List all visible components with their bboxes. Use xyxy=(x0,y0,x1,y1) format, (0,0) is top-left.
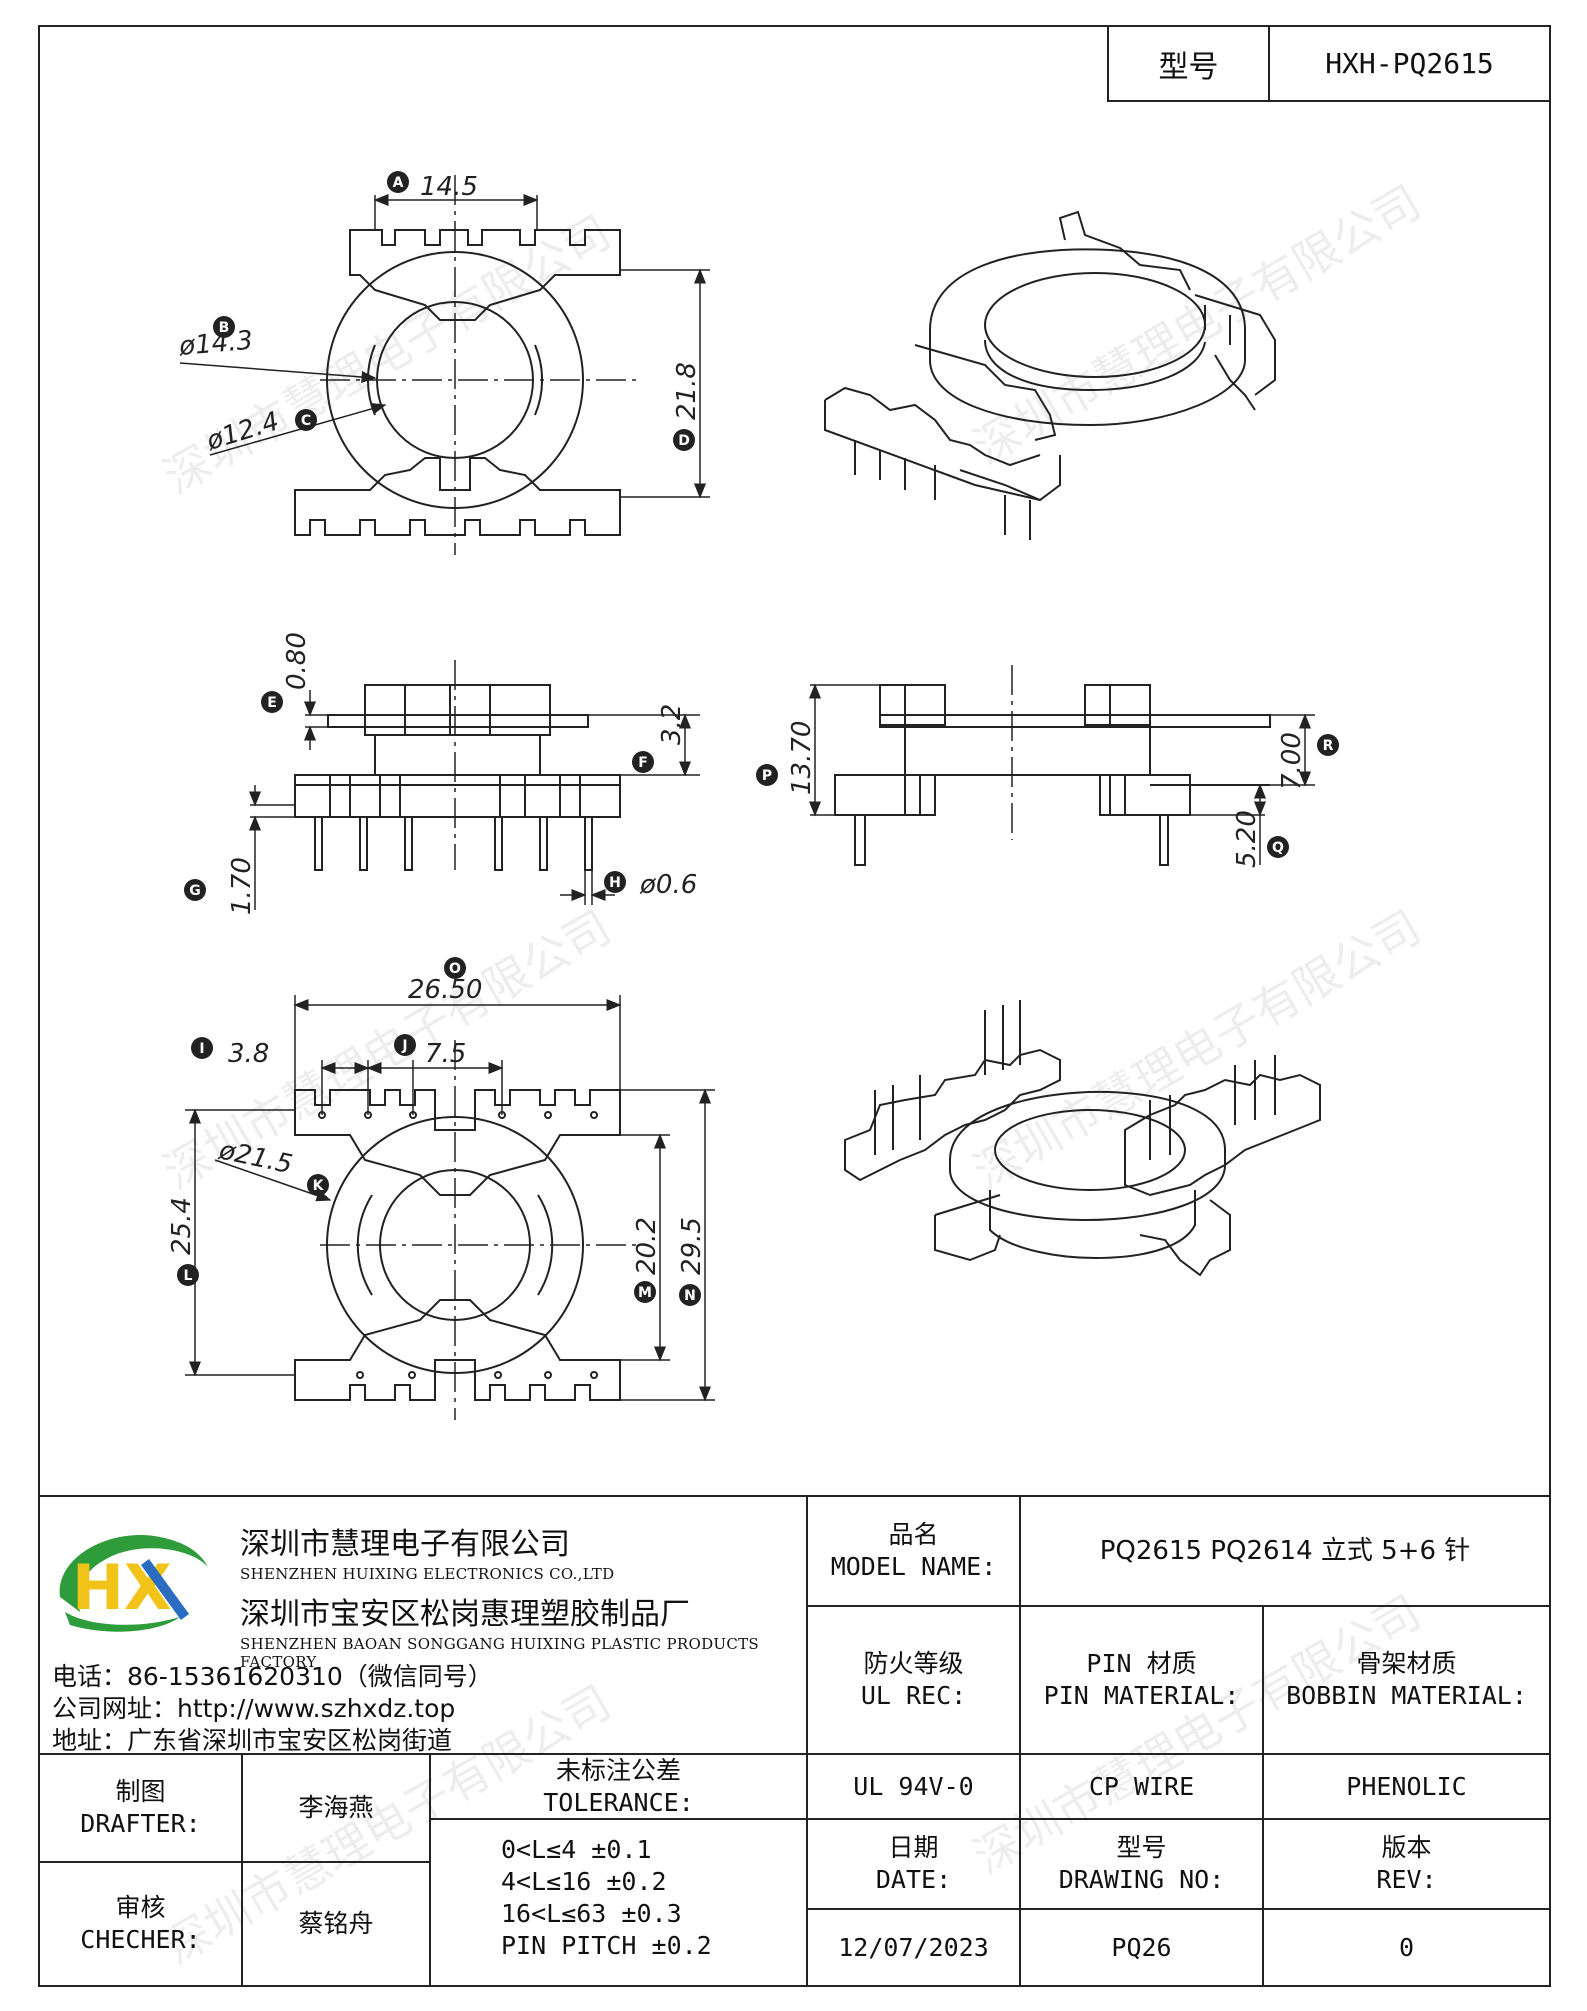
pin-material-value: CP WIRE xyxy=(1019,1753,1264,1820)
balloon-q: Q xyxy=(1267,836,1289,858)
svg-text:R: R xyxy=(1323,738,1334,754)
balloon-f: F xyxy=(632,751,654,773)
iso-view-top xyxy=(824,210,1276,540)
dim-h-value: ø0.6 xyxy=(639,870,697,900)
dim-o-value: 26.50 xyxy=(408,975,482,1005)
dim-i-value: 3.8 xyxy=(228,1039,269,1069)
checker-name: 蔡铭舟 xyxy=(241,1861,431,1987)
model-value: HXH-PQ2615 xyxy=(1325,47,1494,80)
svg-text:J: J xyxy=(401,1038,407,1054)
dim-c-value: ø12.4 xyxy=(202,406,282,457)
top-view xyxy=(179,175,710,555)
svg-text:E: E xyxy=(267,695,277,711)
model-name-value: PQ2615 PQ2614 立式 5+6 针 xyxy=(1019,1495,1551,1607)
dim-r-value: 7.00 xyxy=(1277,732,1307,790)
bottom-view xyxy=(185,995,715,1420)
svg-text:I: I xyxy=(199,1041,204,1057)
svg-text:M: M xyxy=(638,1285,652,1301)
dim-n-value: 29.5 xyxy=(677,1217,707,1275)
factory-name-cn: 深圳市宝安区松岗惠理塑胶制品厂 xyxy=(240,1597,690,1632)
balloon-n: N xyxy=(679,1284,701,1306)
company-name-en: SHENZHEN HUIXING ELECTRONICS CO.,LTD xyxy=(240,1565,615,1583)
ul-rec-value: UL 94V-0 xyxy=(806,1753,1021,1820)
svg-text:N: N xyxy=(684,1288,696,1304)
svg-text:D: D xyxy=(678,433,690,449)
iso-view-bottom xyxy=(844,1000,1321,1277)
rev-value: 0 xyxy=(1262,1908,1551,1987)
dim-j-value: 7.5 xyxy=(425,1039,466,1069)
tolerance-line: PIN PITCH ±0.2 xyxy=(501,1931,712,1960)
dim-m-value: 20.2 xyxy=(632,1217,662,1275)
tolerance-values: 0<L≤4 ±0.1 4<L≤16 ±0.2 16<L≤63 ±0.3 PIN … xyxy=(429,1818,808,1987)
balloon-r: R xyxy=(1317,734,1339,756)
balloon-o: O xyxy=(444,957,466,979)
dim-l-value: 25.4 xyxy=(167,1197,197,1255)
dim-p-value: 13.70 xyxy=(787,721,817,795)
balloon-j: J xyxy=(394,1034,416,1056)
svg-text:O: O xyxy=(449,961,461,977)
company-logo: HX xyxy=(59,1535,208,1632)
tolerance-line: 0<L≤4 ±0.1 xyxy=(501,1835,652,1864)
svg-text:Q: Q xyxy=(1272,840,1284,856)
dim-a-value: 14.5 xyxy=(420,172,478,202)
company-website: 公司网址：http://www.szhxdz.top xyxy=(52,1694,456,1723)
company-block: HX 深圳市慧理电子有限公司 SHENZHEN HUIXING ELECTRON… xyxy=(38,1495,808,1755)
date-value: 12/07/2023 xyxy=(806,1908,1021,1987)
balloon-a: A xyxy=(387,171,409,193)
model-label: 型号 xyxy=(1109,27,1270,100)
balloon-k: K xyxy=(307,1174,329,1196)
balloon-e: E xyxy=(261,691,283,713)
balloon-d: D xyxy=(673,429,695,451)
dim-g-value: 1.70 xyxy=(227,857,257,915)
dim-q-value: 5.20 xyxy=(1232,810,1262,868)
drawing-no-value: PQ26 xyxy=(1019,1908,1264,1987)
dim-d-value: 21.8 xyxy=(672,362,702,420)
svg-text:B: B xyxy=(219,320,230,336)
title-block: HX 深圳市慧理电子有限公司 SHENZHEN HUIXING ELECTRON… xyxy=(38,1495,1551,1987)
factory-name-en: SHENZHEN BAOAN SONGGANG HUIXING PLASTIC … xyxy=(240,1635,760,1671)
company-address: 地址：广东省深圳市宝安区松岗街道 xyxy=(52,1726,453,1755)
balloon-g: G xyxy=(184,879,206,901)
side-view xyxy=(809,665,1315,866)
balloon-l: L xyxy=(177,1264,199,1286)
svg-text:L: L xyxy=(184,1268,193,1284)
company-phone: 电话：86-15361620310（微信同号） xyxy=(52,1662,493,1691)
balloon-m: M xyxy=(634,1281,656,1303)
dim-e-value: 0.80 xyxy=(282,632,312,690)
svg-text:K: K xyxy=(313,1178,325,1194)
svg-text:H: H xyxy=(609,875,621,891)
technical-drawing: 14.5 ø14.3 ø12.4 21.8 0.80 3.2 1.70 ø0.6… xyxy=(167,171,1339,1420)
svg-text:C: C xyxy=(301,413,311,429)
front-view xyxy=(249,660,700,910)
svg-text:P: P xyxy=(762,768,772,784)
balloon-b: B xyxy=(213,316,235,338)
svg-text:G: G xyxy=(189,883,201,899)
bobbin-material-value: PHENOLIC xyxy=(1262,1753,1551,1820)
drafter-name: 李海燕 xyxy=(241,1753,431,1863)
balloon-i: I xyxy=(191,1037,213,1059)
model-box: 型号 HXH-PQ2615 xyxy=(1107,25,1551,102)
svg-text:F: F xyxy=(638,755,648,771)
balloon-c: C xyxy=(295,409,317,431)
dim-f-value: 3.2 xyxy=(657,704,687,745)
svg-text:HX: HX xyxy=(72,1551,172,1624)
company-name-cn: 深圳市慧理电子有限公司 xyxy=(240,1527,570,1562)
balloon-h: H xyxy=(604,871,626,893)
balloon-p: P xyxy=(756,764,778,786)
tolerance-line: 4<L≤16 ±0.2 xyxy=(501,1867,667,1896)
tolerance-line: 16<L≤63 ±0.3 xyxy=(501,1899,682,1928)
svg-text:A: A xyxy=(393,175,404,191)
